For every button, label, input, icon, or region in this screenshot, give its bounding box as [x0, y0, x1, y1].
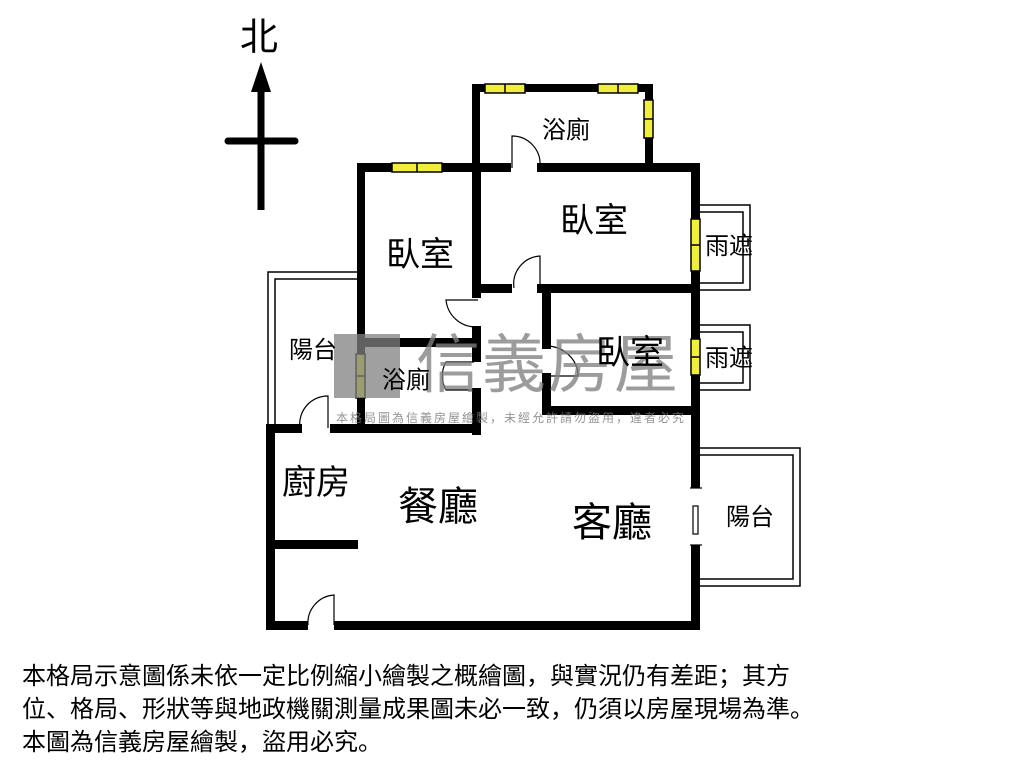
copyright-watermark: 本格局圖為信義房屋繪製，未經允許請勿盜用，違者必究	[336, 411, 687, 425]
disclaimer-line: 本圖為信義房屋繪製，盜用必究。	[22, 728, 382, 756]
room-label-bath-small: 浴廁	[382, 366, 430, 394]
disclaimer-line: 位、格局、形狀等與地政機關測量成果圖未必一致，仍須以房屋現場為準。	[22, 695, 814, 723]
room-label-canopy-upper: 雨遮	[705, 232, 753, 260]
disclaimer-line: 本格局示意圖係未依一定比例縮小繪製之概繪圖，與實況仍有差距；其方	[22, 662, 790, 690]
brand-watermark: 信義房屋	[416, 329, 680, 403]
room-label-balcony-right: 陽台	[726, 503, 774, 531]
brand-logo-watermark	[334, 334, 400, 398]
door-swings	[299, 135, 579, 626]
disclaimer: 本格局示意圖係未依一定比例縮小繪製之概繪圖，與實況仍有差距；其方 位、格局、形狀…	[22, 660, 1012, 759]
room-label-dining: 餐廳	[398, 484, 478, 530]
sliding-door	[690, 487, 702, 546]
floor-plan	[224, 62, 801, 630]
balcony-outlines	[267, 204, 801, 587]
room-label-bedroom-left: 臥室	[386, 235, 454, 275]
north-label: 北	[240, 15, 279, 59]
room-label-balcony-left: 陽台	[289, 336, 337, 364]
room-label-canopy-lower: 雨遮	[705, 344, 753, 372]
room-label-bedroom-small: 臥室	[596, 333, 664, 373]
room-label-living: 客廳	[572, 500, 652, 546]
room-label-master-bedroom: 臥室	[560, 201, 628, 241]
north-arrow-icon	[224, 62, 299, 210]
room-label-bath-top: 浴廁	[542, 116, 590, 144]
room-label-kitchen: 廚房	[282, 463, 350, 503]
